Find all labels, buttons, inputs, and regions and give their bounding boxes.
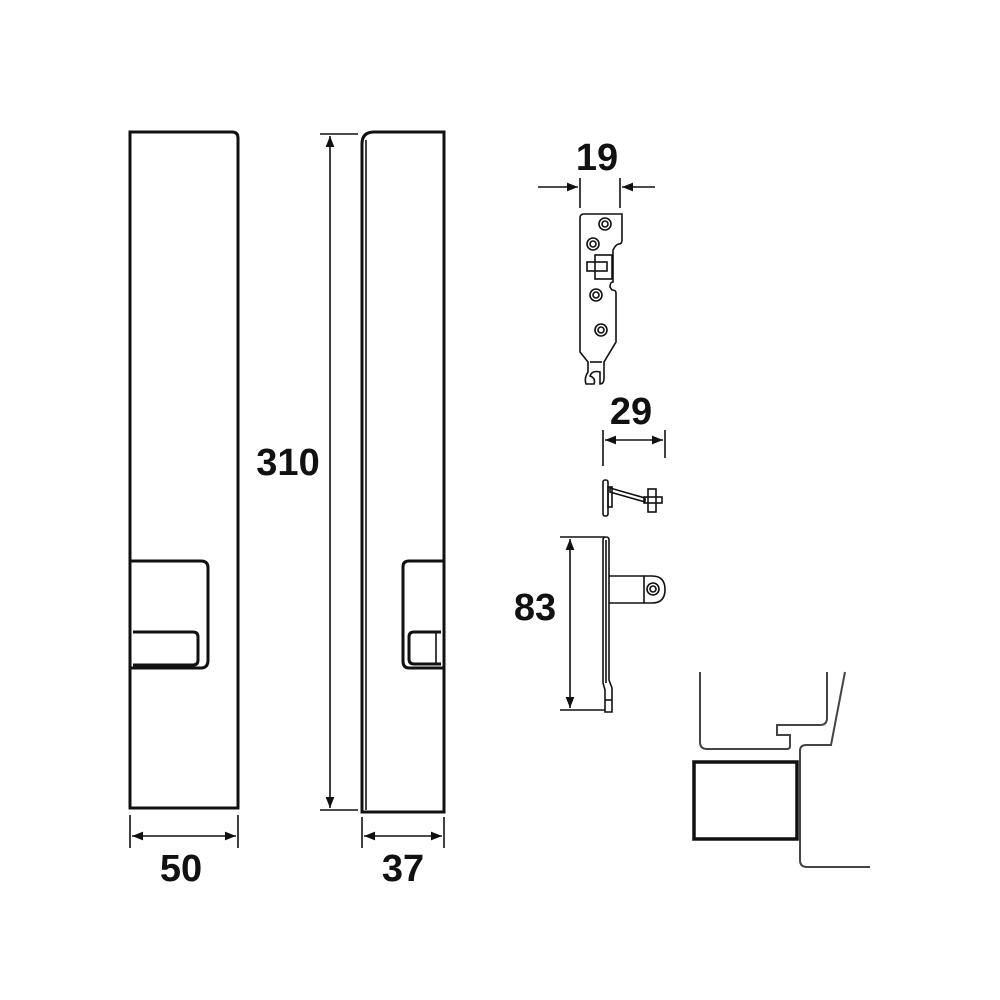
support-bar: 83 <box>514 536 666 713</box>
front-view-panel <box>128 130 240 810</box>
installation-section-detail <box>692 671 870 868</box>
bracket-width-label: 19 <box>576 137 618 179</box>
arm-width-label: 29 <box>610 391 652 433</box>
side-view-panel <box>360 130 446 814</box>
side-depth-label: 37 <box>382 848 424 890</box>
bar-height-label: 83 <box>514 587 556 629</box>
front-width-dimension: 50 <box>129 815 239 890</box>
connecting-arm: 29 <box>602 391 666 517</box>
side-depth-dimension: 37 <box>361 817 445 890</box>
mounting-bracket: 19 <box>538 137 655 385</box>
height-label: 310 <box>256 442 319 484</box>
height-dimension: 310 <box>256 133 358 811</box>
front-width-label: 50 <box>160 848 202 890</box>
